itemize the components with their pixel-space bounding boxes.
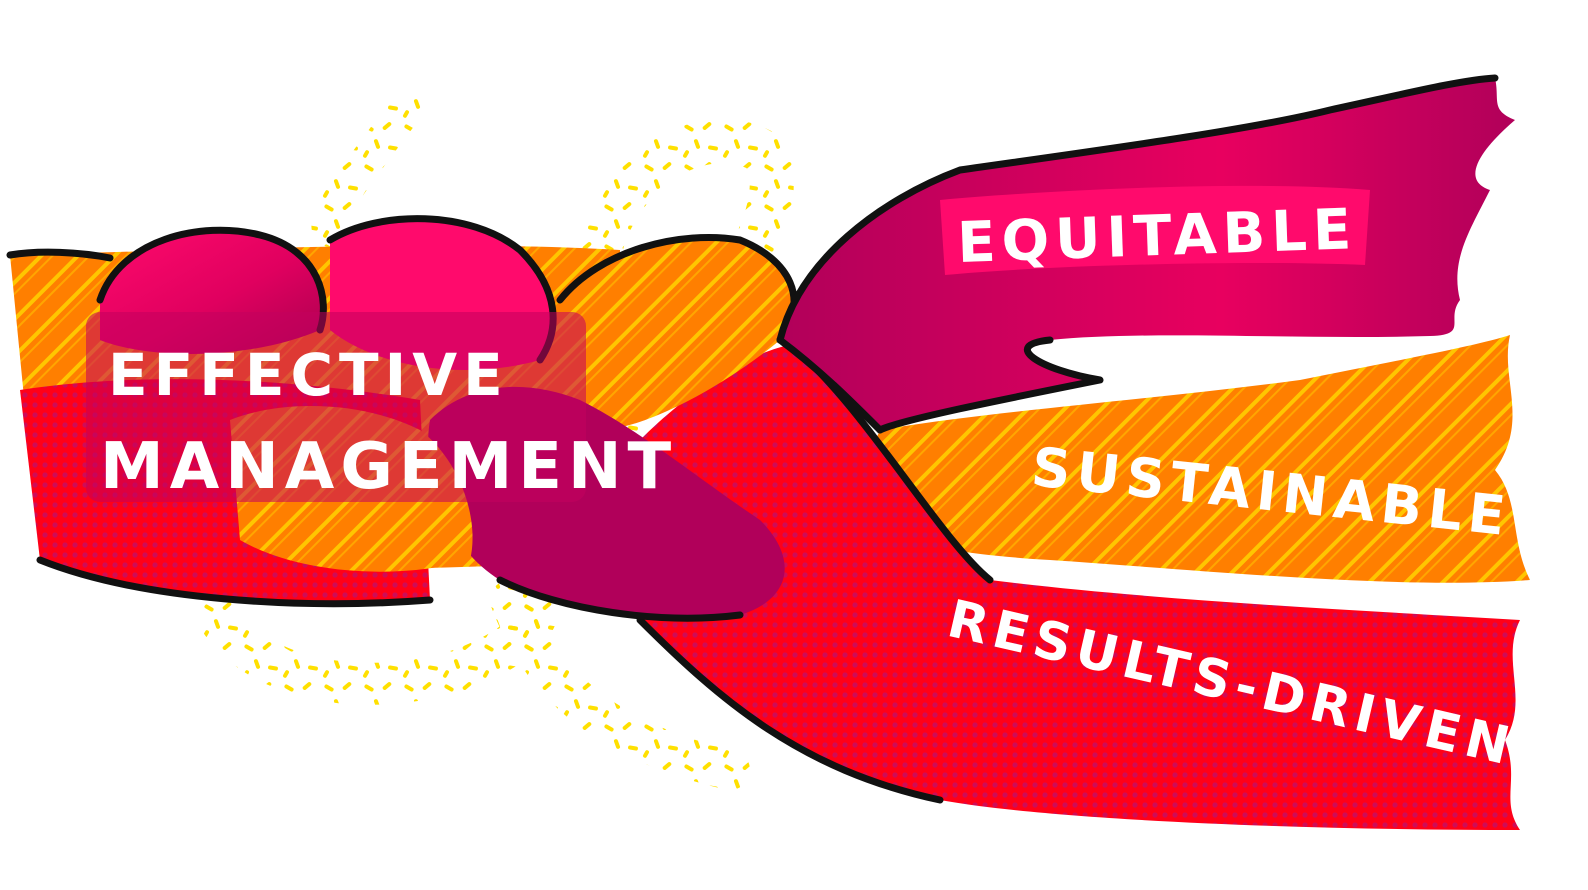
equitable-label-box <box>940 185 1370 275</box>
effective-management-label-box <box>86 312 586 502</box>
equitable-label: EQUITABLE <box>956 197 1358 276</box>
management-label: MANAGEMENT <box>100 430 677 504</box>
effective-label: EFFECTIVE <box>108 341 509 409</box>
